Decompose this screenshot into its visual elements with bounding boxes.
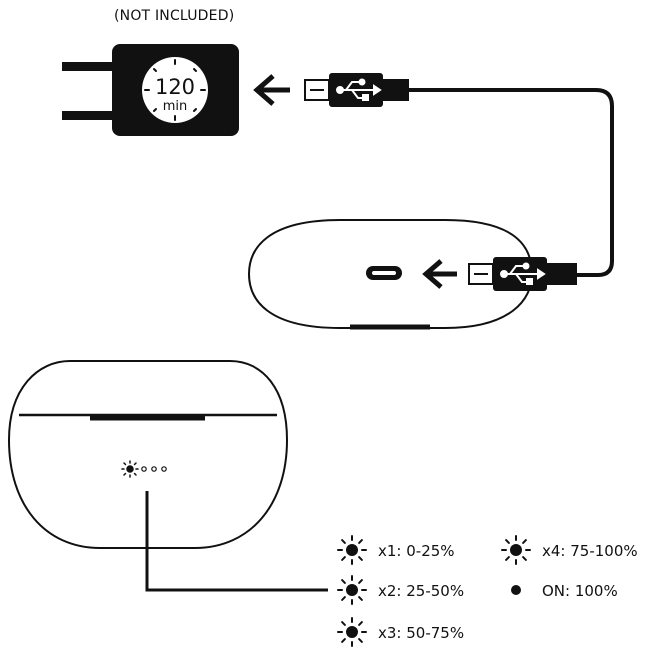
legend: x1: 0-25% x2: 25-50% x3: 50-75% x4: 75-1… bbox=[337, 535, 638, 647]
legend-x2: x2: 25-50% bbox=[378, 582, 464, 600]
usb-symbol-icon bbox=[336, 78, 382, 101]
charger-prong-bottom bbox=[62, 111, 116, 120]
arrow-left-icon bbox=[253, 74, 290, 106]
wall-charger: 120 min bbox=[62, 44, 239, 136]
led-off-icon bbox=[151, 466, 157, 472]
timer-value: 120 bbox=[155, 75, 195, 99]
charging-case-closed bbox=[247, 219, 534, 330]
arrow-left-icon bbox=[422, 259, 457, 289]
led-blinking-icon bbox=[337, 535, 367, 565]
led-off-icon bbox=[141, 466, 147, 472]
led-indicator-row bbox=[121, 460, 167, 478]
led-solid-icon bbox=[511, 585, 521, 595]
led-blinking-icon bbox=[121, 460, 139, 478]
usb-strain-relief bbox=[383, 79, 409, 101]
led-blinking-icon bbox=[337, 575, 367, 605]
legend-x4: x4: 75-100% bbox=[542, 542, 638, 560]
led-blinking-icon bbox=[337, 617, 367, 647]
not-included-note: (NOT INCLUDED) bbox=[114, 8, 235, 24]
usb-plug-bottom bbox=[468, 257, 577, 291]
leader-line bbox=[145, 491, 328, 592]
legend-on: ON: 100% bbox=[542, 582, 618, 600]
usb-symbol-icon bbox=[500, 262, 546, 285]
timer-unit: min bbox=[163, 99, 188, 114]
usb-cable bbox=[409, 88, 614, 277]
charger-prong-top bbox=[62, 62, 116, 71]
legend-x3: x3: 50-75% bbox=[378, 624, 464, 642]
led-blinking-icon bbox=[501, 535, 531, 565]
timer-clock-icon: 120 min bbox=[142, 57, 208, 123]
usb-plug-top bbox=[304, 73, 409, 107]
legend-x1: x1: 0-25% bbox=[378, 542, 455, 560]
led-off-icon bbox=[161, 466, 167, 472]
usb-strain-relief bbox=[547, 263, 577, 285]
